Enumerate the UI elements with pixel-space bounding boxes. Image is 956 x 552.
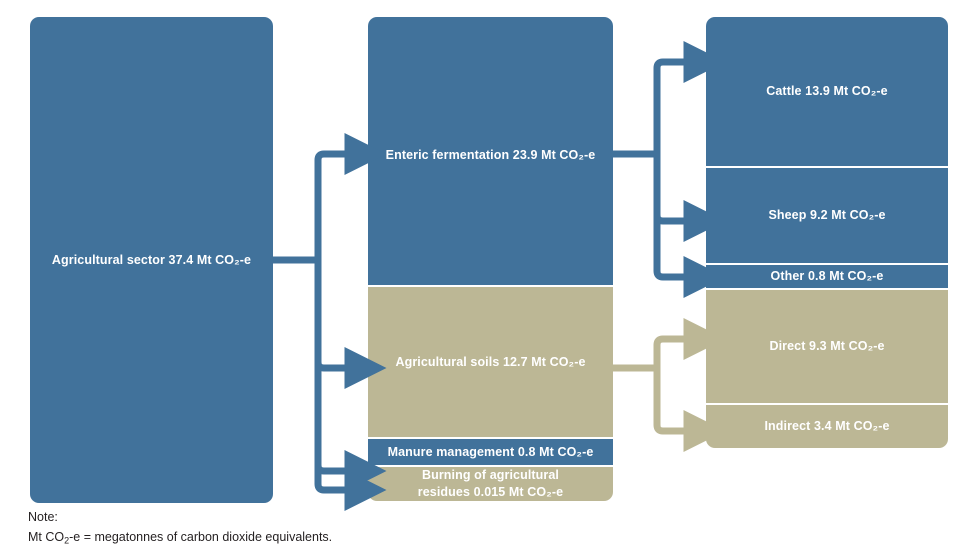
node-burning-agricultural-residues: Burning of agricultural residues 0.015 M… [368, 467, 613, 501]
node-indirect: Indirect 3.4 Mt CO₂-e [706, 405, 948, 448]
note-text-subscript: 2 [64, 535, 70, 546]
note-text: Mt CO2-e = megatonnes of carbon dioxide … [28, 530, 332, 546]
node-manure-management: Manure management 0.8 Mt CO₂-e [368, 439, 613, 465]
node-other: Other 0.8 Mt CO₂-e [706, 265, 948, 288]
node-enteric-fermentation: Enteric fermentation 23.9 Mt CO₂-e [368, 17, 613, 285]
note-heading: Note: [28, 510, 58, 524]
note-text-prefix: Mt CO [28, 530, 65, 544]
node-cattle: Cattle 13.9 Mt CO₂-e [706, 17, 948, 166]
node-agricultural-sector: Agricultural sector 37.4 Mt CO₂-e [30, 17, 273, 503]
connector-enteric-to-livestock [613, 41, 726, 298]
node-agricultural-soils: Agricultural soils 12.7 Mt CO₂-e [368, 287, 613, 437]
note-text-suffix: -e = megatonnes of carbon dioxide equiva… [69, 530, 333, 544]
connector-sector-to-subsectors [273, 133, 387, 511]
node-direct: Direct 9.3 Mt CO₂-e [706, 290, 948, 403]
node-sheep: Sheep 9.2 Mt CO₂-e [706, 168, 948, 263]
connector-soils-to-direct-indirect [613, 318, 726, 452]
